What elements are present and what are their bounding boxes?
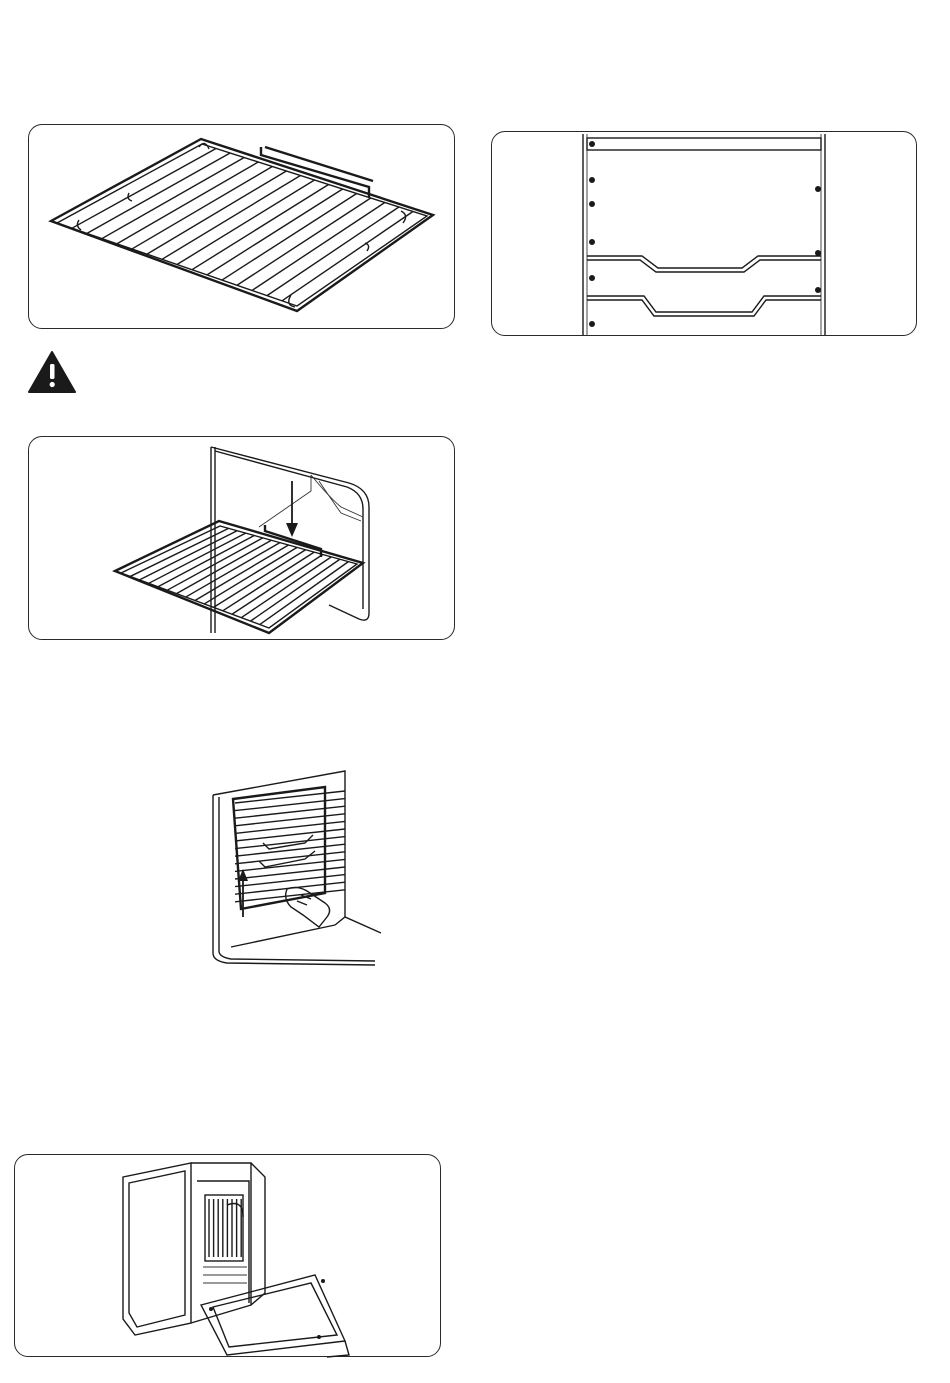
shelf-rod [207,189,343,275]
rack-rod [235,875,345,887]
rack-rod [235,829,345,841]
shelf-rod [192,185,329,270]
level-marker-dot [815,250,821,256]
level-marker-dot [589,141,595,147]
shelf-insertion-panel [28,436,455,640]
level-marker-dot [589,201,595,207]
wire-shelf-icon [29,125,456,330]
level-marker-dot [815,186,821,192]
warning-triangle-icon [27,350,77,394]
shelf-insertion-icon [29,437,456,641]
shelf-rod [177,540,272,593]
level-marker-dot [589,239,595,245]
oven-open-door-icon [15,1155,442,1358]
rack-rod [235,821,345,833]
shelf-rod [241,557,331,618]
shelf-rod [232,555,323,615]
shelf-rod [72,149,216,229]
level-marker-dot [815,287,821,293]
shelf-rod [147,171,286,254]
shelf-rod [102,158,244,239]
rack-rod [235,837,345,849]
shelf-rod [162,176,300,260]
level-marker-dot [589,177,595,183]
wire-shelf-panel [28,124,455,329]
shelf-rod [252,203,385,291]
shelf-rod [186,543,280,597]
rack-rod [235,799,345,811]
shelf-rod [132,167,272,249]
shelf-rod [149,533,246,583]
shelf-rod [223,552,314,611]
level-marker-dot [589,321,595,327]
oven-door-panel [14,1154,441,1357]
rack-rod [235,859,345,871]
rack-positions-panel [491,131,917,336]
shelf-rod [260,562,349,625]
shelf-rod [204,547,297,604]
level-marker-dot [589,275,595,281]
shelf-rod [195,545,289,601]
side-rack-removal-icon [205,767,405,972]
shelf-rod [87,153,230,233]
rack-rod [235,806,345,818]
shelf-rod [282,212,413,301]
rack-rod [235,867,345,879]
rack-rod [235,814,345,826]
shelf-rod [214,550,306,608]
shelf-rod [267,207,399,296]
rack-positions-icon [492,132,918,337]
shelf-rod [130,528,228,576]
shelf-rod [177,180,315,265]
shelf-rod [222,194,357,281]
shelf-rod [140,531,238,580]
